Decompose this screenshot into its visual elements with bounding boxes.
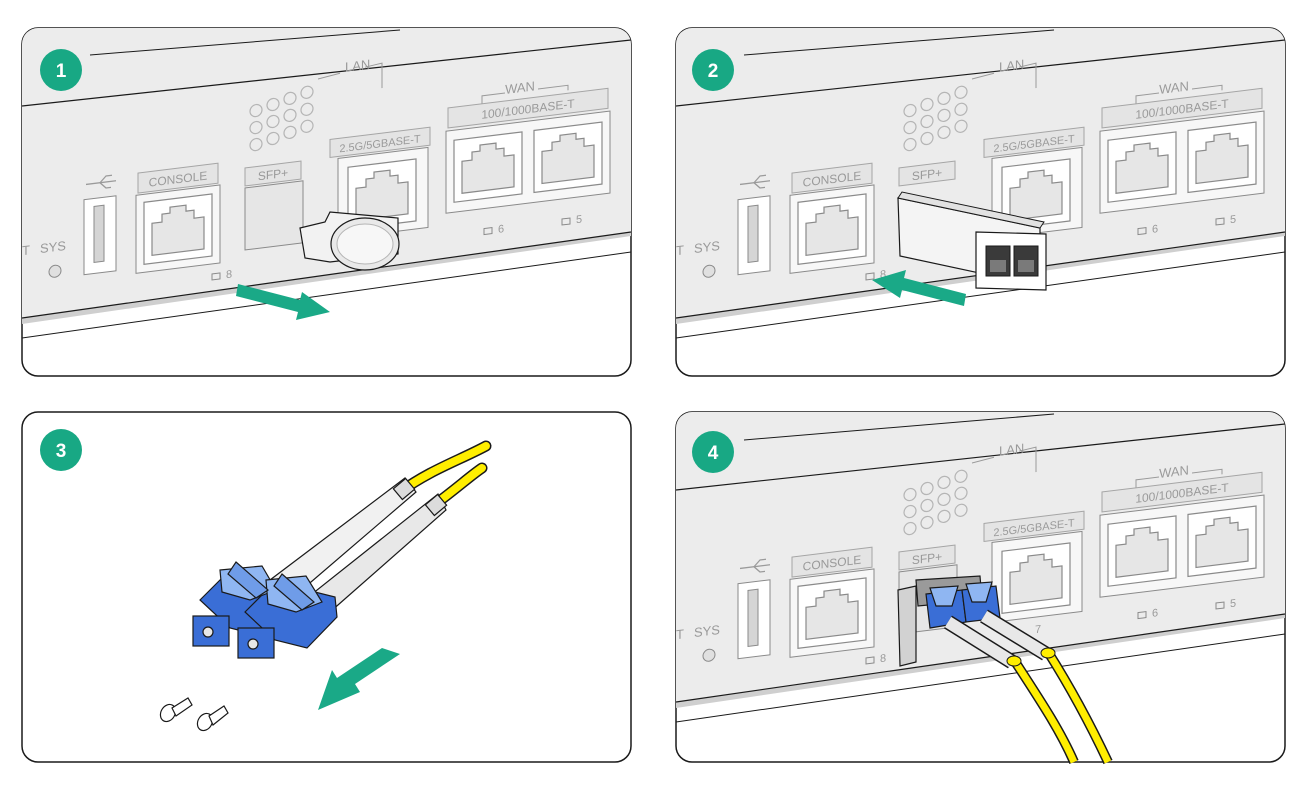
sys-led: [48, 264, 62, 278]
panel-2: T SYS CONSOLE SFP+ 8 LAN 2.5G/5GBASE-T W…: [675, 27, 1286, 377]
arrow-icon: [318, 648, 400, 710]
lan-label: LAN: [345, 57, 370, 75]
sfp-dust-plug: [299, 211, 400, 271]
sys-label: SYS: [40, 238, 66, 256]
wan-port-6: [1107, 131, 1177, 203]
port-6-label: 6: [1152, 607, 1158, 620]
step-badge: 3: [40, 429, 82, 471]
t-label: T: [676, 626, 684, 642]
port-5-label: 5: [1230, 598, 1236, 611]
step-badge: 1: [40, 49, 82, 91]
sys-label: SYS: [694, 622, 720, 640]
panel-1: T SYS CONSOLE SFP+ 8 LAN 2.5G/5GBASE-T: [21, 27, 632, 377]
step-number: 3: [56, 441, 67, 462]
step-badge: 2: [692, 49, 734, 91]
step-number: 4: [708, 443, 719, 464]
sfp-label: SFP+: [258, 166, 288, 184]
sfp-label: SFP+: [912, 166, 942, 184]
port-8-label: 8: [880, 269, 886, 282]
sys-led: [702, 264, 716, 278]
port-5-label: 5: [576, 214, 582, 227]
cable-boots: [269, 477, 448, 613]
port-6-label: 6: [498, 223, 504, 236]
sys-led: [702, 648, 716, 662]
usb-icon: [740, 174, 770, 189]
wan-port-6: [453, 131, 523, 203]
port-5-label: 5: [1230, 214, 1236, 227]
port-8-label: 8: [226, 269, 232, 282]
port-7-label: 7: [1035, 624, 1041, 637]
console-port: [797, 193, 867, 265]
port-8-label: 8: [880, 653, 886, 666]
wan-label: WAN: [505, 78, 535, 97]
port-6-label: 6: [1152, 223, 1158, 236]
panel-4: T SYS CONSOLE SFP+ 8 LAN 2.5G/5GBASE-T: [675, 411, 1286, 765]
lan-label: LAN: [999, 441, 1024, 459]
wan-port-6: [1107, 515, 1177, 587]
sys-label: SYS: [694, 238, 720, 256]
dust-caps: [159, 697, 229, 732]
wan-port-5: [1187, 121, 1257, 194]
arrow-icon: [236, 284, 330, 320]
usb-icon: [86, 174, 116, 189]
step-number: 2: [708, 61, 719, 82]
console-port: [797, 577, 867, 649]
step-badge: 4: [692, 431, 734, 473]
t-label: T: [22, 242, 30, 258]
lan-label: LAN: [999, 57, 1024, 75]
lc-connector: [192, 561, 338, 659]
sfp-port: [244, 180, 304, 251]
lan-port: [1001, 542, 1071, 614]
wan-port-5: [1187, 505, 1257, 578]
step-number: 1: [56, 61, 67, 82]
fiber-cable: [944, 609, 1113, 765]
usb-icon: [740, 558, 770, 573]
sfp-module: [897, 191, 1047, 291]
arrow-icon: [872, 270, 966, 306]
sfp-label: SFP+: [912, 550, 942, 568]
console-port: [143, 193, 213, 265]
t-label: T: [676, 242, 684, 258]
front-panel: T SYS CONSOLE SFP+ 8 LAN 2.5G/5GBASE-T: [676, 441, 1265, 666]
panel-3: 3: [21, 411, 632, 763]
wan-label: WAN: [1159, 78, 1189, 97]
console-label-box: [137, 162, 219, 194]
wan-label: WAN: [1159, 462, 1189, 481]
wan-port-5: [533, 121, 603, 194]
